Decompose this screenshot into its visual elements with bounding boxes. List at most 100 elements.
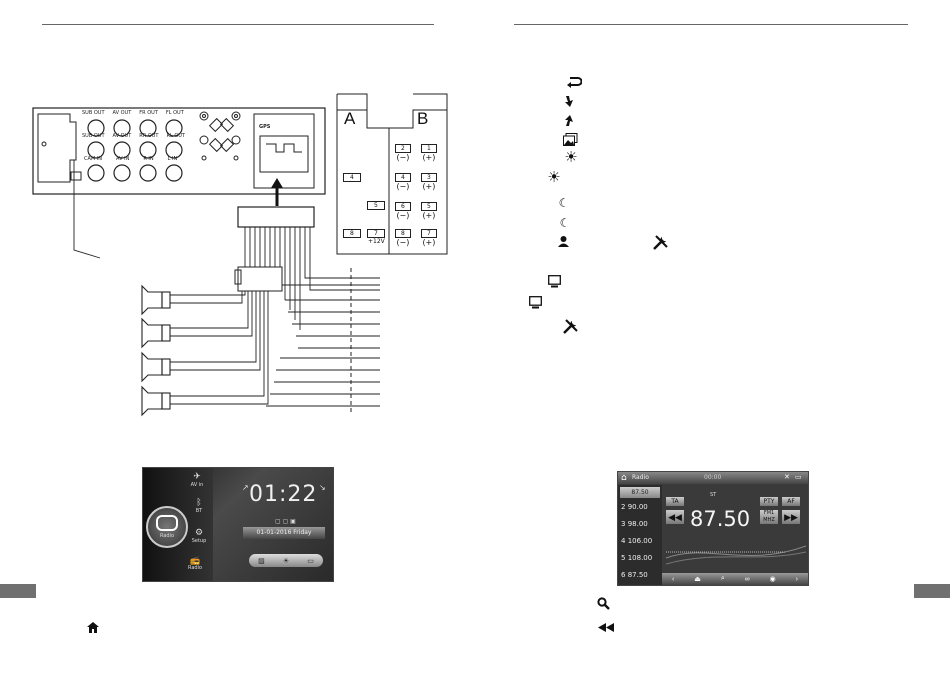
- pin-number: 7: [374, 230, 378, 237]
- band-icon[interactable]: ⏏: [694, 576, 701, 583]
- loop-icon[interactable]: ∞: [744, 575, 750, 583]
- moon-star-icon: ☾: [559, 216, 571, 230]
- radio-screen: ⌂ Radio 00:00 ✕ ▭ 87.50 2 90.00 3 98.00 …: [617, 471, 809, 586]
- setup-menu-item[interactable]: ⚙ Setup: [187, 528, 211, 544]
- rca-label: RR OUT: [139, 133, 159, 139]
- pty-button[interactable]: PTY: [760, 497, 778, 506]
- back-icon: [566, 75, 582, 89]
- rca-label: FR OUT: [139, 110, 158, 116]
- antenna-icon[interactable]: ◉: [769, 576, 776, 583]
- bluetooth-icon: ᛒ: [196, 498, 202, 508]
- preset-index: 2: [621, 503, 626, 511]
- wiring-diagram: [32, 107, 380, 417]
- preset-freq: 106.00: [627, 537, 653, 545]
- unit-label: MHZ: [763, 517, 775, 523]
- pin-number: 4: [350, 174, 354, 181]
- av-in-label: AV in: [190, 482, 204, 488]
- preset-index: 3: [621, 520, 626, 528]
- left-page-tab: [0, 584, 36, 598]
- pin-polarity: (−): [396, 238, 410, 247]
- rca-label: SUB OUT: [82, 133, 105, 139]
- pin-number: 6: [395, 202, 411, 211]
- connector-a-label: A: [344, 109, 356, 128]
- tools-icon: [562, 318, 578, 334]
- brightness-button[interactable]: ☀: [282, 557, 290, 565]
- preset-freq: 98.00: [627, 520, 648, 528]
- pin-number: 4: [395, 173, 411, 182]
- radio-header-center: 00:00: [704, 474, 722, 481]
- iso-connector: A B 4 5 8 7 +12V 2(−) 1(+) 4(−) 3(+) 6(−…: [335, 92, 450, 257]
- search-icon[interactable]: ⌕: [720, 575, 725, 582]
- pin-number: 3: [421, 173, 437, 182]
- home-icon: [86, 620, 100, 634]
- pin-b: 1(+): [421, 144, 437, 162]
- left-header-rule: [42, 24, 434, 25]
- pin-b: 2(−): [395, 144, 411, 162]
- preset-item[interactable]: 4 106.00: [621, 537, 652, 545]
- clock: 01:22: [249, 482, 318, 507]
- rca-label-row3: CAM IN AV IN R IN L IN: [84, 156, 204, 162]
- pin-number: 5: [421, 202, 437, 211]
- home-icon[interactable]: ⌂: [621, 473, 627, 483]
- pin-number: 5: [374, 202, 378, 209]
- right-page-tab: [914, 584, 950, 598]
- pin-polarity: (+): [422, 238, 436, 247]
- connector-b-label: B: [417, 109, 429, 128]
- bt-menu-item[interactable]: ᛒ BT: [189, 498, 209, 514]
- preset-index: 6: [621, 571, 626, 579]
- monitor-icon[interactable]: ▭: [795, 473, 802, 481]
- radio-menu-button[interactable]: Radio: [146, 506, 188, 548]
- rca-label: FL OUT: [165, 110, 184, 116]
- rca-label: CAM IN: [84, 156, 103, 162]
- gps-label: GPS: [259, 124, 271, 130]
- preset-freq: 87.50: [627, 571, 648, 579]
- preset-item[interactable]: 6 87.50: [621, 571, 648, 579]
- rca-label: AV IN: [116, 156, 130, 162]
- rca-label: RL OUT: [166, 133, 185, 139]
- monitor-button[interactable]: ▭: [307, 557, 314, 565]
- tools-icon[interactable]: ✕: [784, 473, 790, 481]
- monitor-icon: [528, 295, 542, 309]
- pin-b: 6(−): [395, 202, 411, 220]
- date-bar: 01-01-2016 Friday: [243, 527, 325, 539]
- seek-back-button[interactable]: ◀◀: [666, 510, 684, 524]
- right-header-rule: [514, 24, 908, 25]
- gear-icon: ⚙: [194, 528, 204, 538]
- pin-a-4: 4: [343, 173, 361, 182]
- date-text: 01-01-2016 Friday: [256, 529, 312, 536]
- prev-icon[interactable]: ‹: [671, 575, 675, 583]
- pin-a-8: 8: [343, 229, 361, 238]
- wallpaper-button[interactable]: ▨: [258, 557, 265, 565]
- pin-polarity: (+): [422, 211, 436, 220]
- radio-bottom-bar: ‹ ⏏ ⌕ ∞ ◉ ›: [662, 573, 808, 585]
- radio-menu-label: Radio: [159, 533, 175, 539]
- home-screen: Radio ✈ AV in ᛒ BT ⚙ Setup 📻 Radio 01:22…: [142, 467, 334, 582]
- radio-bottom-menu-item[interactable]: 📻 Radio: [183, 556, 207, 571]
- moon-icon: ☾: [558, 196, 570, 210]
- preset-index: 4: [621, 537, 626, 545]
- pin-b: 3(+): [421, 173, 437, 191]
- pin-number: 1: [421, 144, 437, 153]
- af-button[interactable]: AF: [782, 497, 800, 506]
- pin-b: 7(+): [421, 229, 437, 247]
- pin-polarity: (−): [396, 182, 410, 191]
- band-label: FM1: [763, 510, 775, 516]
- preset-item[interactable]: 3 98.00: [621, 520, 648, 528]
- pin-polarity: (−): [396, 153, 410, 162]
- satellite-icon: ✈: [193, 472, 201, 482]
- preset-item-active[interactable]: 87.50: [620, 487, 660, 498]
- av-in-menu-item[interactable]: ✈ AV in: [183, 472, 211, 488]
- pin-number: 8: [395, 229, 411, 238]
- pin-b: 5(+): [421, 202, 437, 220]
- preset-item[interactable]: 2 90.00: [621, 503, 648, 511]
- next-icon[interactable]: ›: [795, 575, 798, 583]
- wallpaper-icon: [562, 132, 578, 146]
- rca-jacks: [87, 119, 183, 182]
- pin-a-7: 7: [367, 229, 385, 238]
- preset-item[interactable]: 5 108.00: [621, 554, 652, 562]
- seek-forward-button[interactable]: ▶▶: [782, 510, 800, 524]
- ta-button[interactable]: TA: [666, 497, 684, 506]
- frequency-display: 87.50: [690, 507, 751, 531]
- band-button[interactable]: FM1 MHZ: [760, 510, 778, 524]
- bt-label: BT: [195, 508, 203, 514]
